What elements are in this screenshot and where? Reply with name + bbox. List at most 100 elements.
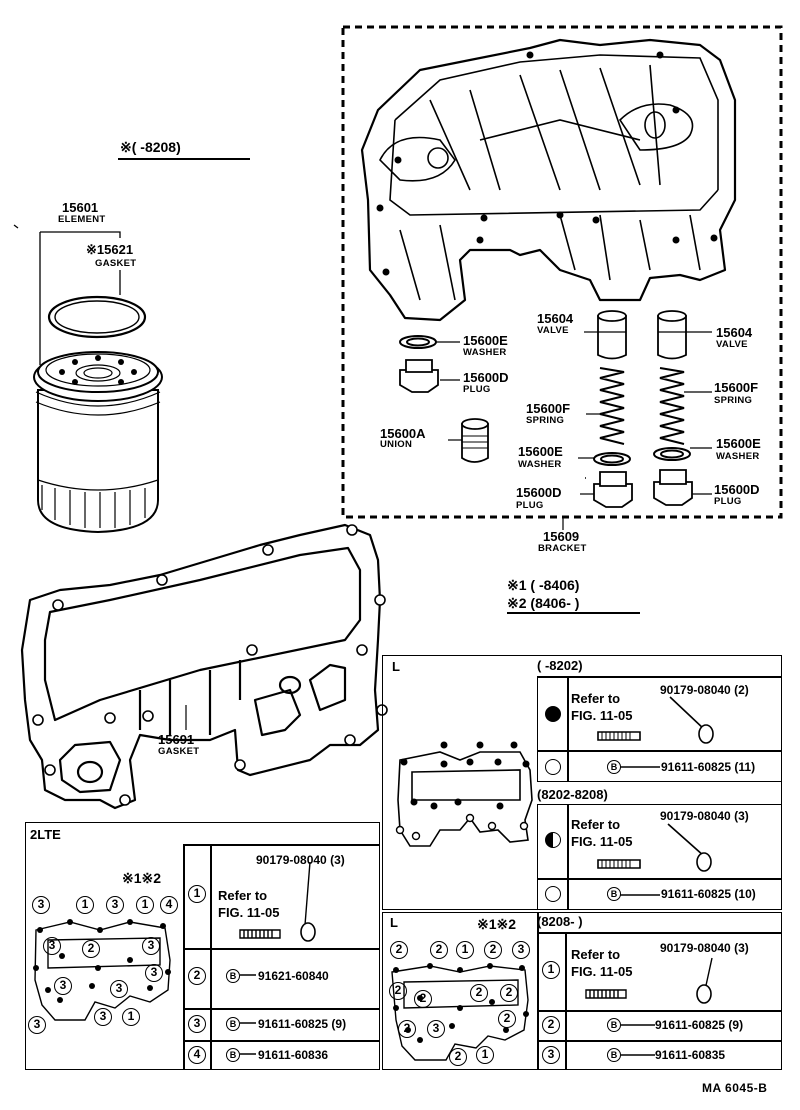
callout-1: 1 bbox=[76, 896, 94, 914]
top-note: ※( -8208) bbox=[120, 139, 181, 155]
panel-l1-refer1: Refer to bbox=[571, 691, 621, 706]
callout-1: 1 bbox=[476, 1046, 494, 1064]
part-15604b-desc: VALVE bbox=[716, 339, 748, 350]
callout-4: 4 bbox=[160, 896, 178, 914]
panel-l3-row3: 91611-60835 bbox=[655, 1048, 726, 1062]
b-marker: B bbox=[226, 969, 240, 983]
b-marker: B bbox=[607, 887, 621, 901]
part-15600E-2-desc: WASHER bbox=[518, 459, 562, 470]
part-15600A-desc: UNION bbox=[380, 439, 413, 450]
panel-l3-marks: ※1※2 bbox=[477, 916, 517, 932]
part-15600A-number: 15600A bbox=[380, 426, 426, 441]
callout-1: 1 bbox=[456, 941, 474, 959]
panel-l3-refer2: FIG. 11-05 bbox=[571, 964, 633, 979]
callout-3: 3 bbox=[43, 937, 61, 955]
callout-3: 3 bbox=[142, 937, 160, 955]
panel-2lte-row2: 91621-60840 bbox=[258, 969, 329, 983]
row-number-1: 1 bbox=[542, 961, 560, 979]
callout-3: 3 bbox=[512, 941, 530, 959]
callout-3: 3 bbox=[54, 977, 72, 995]
row-number-3: 3 bbox=[542, 1046, 560, 1064]
b-marker: B bbox=[607, 1018, 621, 1032]
panel-l2-table bbox=[537, 804, 782, 910]
row-number-4: 4 bbox=[188, 1046, 206, 1064]
callout-2: 2 bbox=[390, 941, 408, 959]
part-15600F-1-desc: SPRING bbox=[526, 415, 565, 426]
panel-l1-part-b: 91611-60825 (11) bbox=[661, 760, 756, 774]
callout-2: 2 bbox=[389, 982, 407, 1000]
panel-l2-range: (8202-8208) bbox=[537, 787, 608, 802]
part-15621-desc: GASKET bbox=[95, 258, 137, 269]
figure-code: MA 6045-B bbox=[702, 1081, 768, 1095]
part-15691-number: 15691 bbox=[158, 732, 195, 747]
panel-2lte-part-a: 90179-08040 (3) bbox=[256, 853, 345, 867]
callout-3: 3 bbox=[28, 1016, 46, 1034]
panel-l3-refer1: Refer to bbox=[571, 947, 621, 962]
part-15600F-2-number: 15600F bbox=[714, 380, 759, 395]
panel-l2-refer2: FIG. 11-05 bbox=[571, 834, 633, 849]
b-marker: B bbox=[607, 1048, 621, 1062]
part-15601-desc: ELEMENT bbox=[58, 214, 106, 225]
part-15600D-3-desc: PLUG bbox=[714, 496, 742, 507]
row-number-2: 2 bbox=[188, 967, 206, 985]
panel-l1-refer2: FIG. 11-05 bbox=[571, 708, 633, 723]
part-15600E-2-number: 15600E bbox=[518, 444, 563, 459]
part-15691-desc: GASKET bbox=[158, 746, 200, 757]
part-15601-number: 15601 bbox=[62, 200, 99, 215]
callout-3: 3 bbox=[427, 1020, 445, 1038]
part-15621-number: ※15621 bbox=[86, 242, 134, 257]
panel-l2-part-a: 90179-08040 (3) bbox=[660, 809, 749, 823]
b-marker: B bbox=[226, 1048, 240, 1062]
callout-2: 2 bbox=[82, 940, 100, 958]
callout-3: 3 bbox=[32, 896, 50, 914]
callout-1: 1 bbox=[122, 1008, 140, 1026]
callout-2: 2 bbox=[414, 990, 432, 1008]
callout-2: 2 bbox=[398, 1020, 416, 1038]
callout-2: 2 bbox=[470, 984, 488, 1002]
part-15604a-desc: VALVE bbox=[537, 325, 569, 336]
panel-l3-label: L bbox=[390, 915, 398, 930]
top-note-underline bbox=[118, 158, 250, 160]
callout-3: 3 bbox=[106, 896, 124, 914]
panel-2lte-marks: ※1※2 bbox=[122, 870, 162, 886]
callout-2: 2 bbox=[449, 1048, 467, 1066]
callout-1: 1 bbox=[136, 896, 154, 914]
part-15609-desc: BRACKET bbox=[538, 543, 587, 554]
row-number-2: 2 bbox=[542, 1016, 560, 1034]
part-15604a-number: 15604 bbox=[537, 311, 574, 326]
part-15600D-1-desc: PLUG bbox=[463, 384, 491, 395]
callout-3: 3 bbox=[145, 964, 163, 982]
part-15604b-number: 15604 bbox=[716, 325, 753, 340]
callout-2: 2 bbox=[498, 1010, 516, 1028]
callout-2: 2 bbox=[484, 941, 502, 959]
part-15600D-2-number: 15600D bbox=[516, 485, 562, 500]
panel-l3-row2: 91611-60825 (9) bbox=[655, 1018, 744, 1032]
solid-circle-marker bbox=[545, 706, 561, 722]
part-15600F-2-desc: SPRING bbox=[714, 395, 753, 406]
callout-3: 3 bbox=[110, 980, 128, 998]
part-15600D-3-number: 15600D bbox=[714, 482, 760, 497]
legend-underline bbox=[507, 612, 640, 614]
row-number-1: 1 bbox=[188, 885, 206, 903]
part-15600E-1-desc: WASHER bbox=[463, 347, 507, 358]
panel-2lte-row4: 91611-60836 bbox=[258, 1048, 329, 1062]
panel-l3-part-a: 90179-08040 (3) bbox=[660, 941, 749, 955]
callout-3: 3 bbox=[94, 1008, 112, 1026]
panel-2lte-row3: 91611-60825 (9) bbox=[258, 1017, 347, 1031]
part-15600F-1-number: 15600F bbox=[526, 401, 571, 416]
part-15600E-3-desc: WASHER bbox=[716, 451, 760, 462]
panel-l1-table bbox=[537, 676, 782, 782]
part-15609-number: 15609 bbox=[543, 529, 580, 544]
half-circle-marker bbox=[545, 832, 561, 848]
legend-1: ※1 ( -8406) bbox=[507, 577, 580, 593]
panel-l3-outer bbox=[382, 912, 782, 1070]
b-marker: B bbox=[226, 1017, 240, 1031]
open-circle-marker bbox=[545, 759, 561, 775]
panel-l1-range: ( -8202) bbox=[537, 658, 583, 673]
